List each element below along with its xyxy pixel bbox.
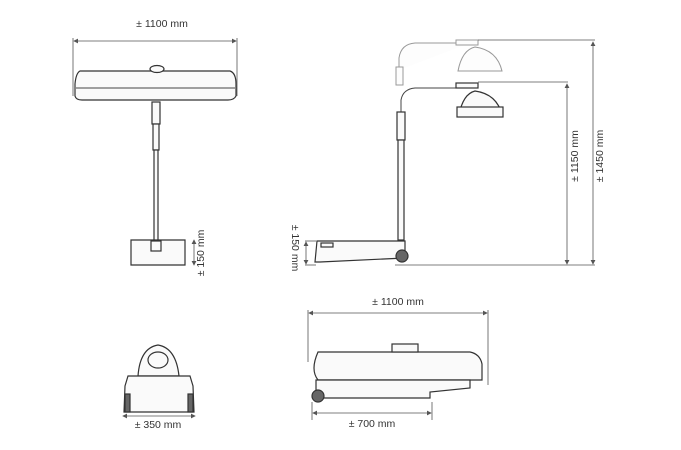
lamp-rim — [456, 106, 504, 118]
pole-joint — [396, 111, 406, 141]
high-height-label: ± 1450 mm — [594, 130, 606, 183]
arm — [400, 87, 478, 112]
pole-upper — [152, 123, 160, 151]
lamp-handle — [149, 64, 165, 74]
low-height-label: ± 1150 mm — [569, 130, 581, 182]
folded-base — [123, 375, 195, 413]
base-socket — [150, 240, 162, 252]
wheel — [395, 249, 409, 263]
folded-base — [315, 379, 471, 399]
front-base-height-label: ± 150 mm — [195, 229, 207, 276]
base — [314, 240, 406, 263]
wheel-left — [124, 393, 131, 413]
lamp-head — [74, 70, 237, 101]
wheel — [311, 389, 325, 403]
raised-arm — [398, 42, 470, 70]
pole-joint — [151, 101, 161, 125]
pole — [397, 139, 405, 241]
folded-handle — [391, 343, 419, 353]
lamp-handle — [455, 82, 479, 89]
raised-handle — [455, 39, 479, 46]
base — [130, 239, 186, 266]
side-view: ± 1150 mm ± 1450 mm ± 150 mm — [289, 39, 606, 272]
folded-front-view: ± 350 mm — [122, 344, 196, 431]
folded-lamp — [313, 351, 483, 381]
folded-side-view: ± 1100 mm ± 700 mm — [307, 296, 489, 430]
front-view: ± 1100 mm ± 150 mm — [72, 18, 238, 276]
folded-depth-label: ± 700 mm — [349, 418, 396, 430]
front-width-label: ± 1100 mm — [136, 18, 188, 30]
base-pedal — [320, 242, 334, 248]
folded-width-label: ± 350 mm — [135, 419, 182, 431]
side-base-height-label: ± 150 mm — [289, 225, 301, 272]
wheel-right — [187, 393, 194, 413]
raised-lamp-head — [457, 46, 503, 72]
pole-lower — [153, 149, 159, 243]
raised-joint — [395, 66, 404, 86]
folded-lamp-center — [147, 351, 169, 369]
folded-length-label: ± 1100 mm — [372, 296, 424, 308]
